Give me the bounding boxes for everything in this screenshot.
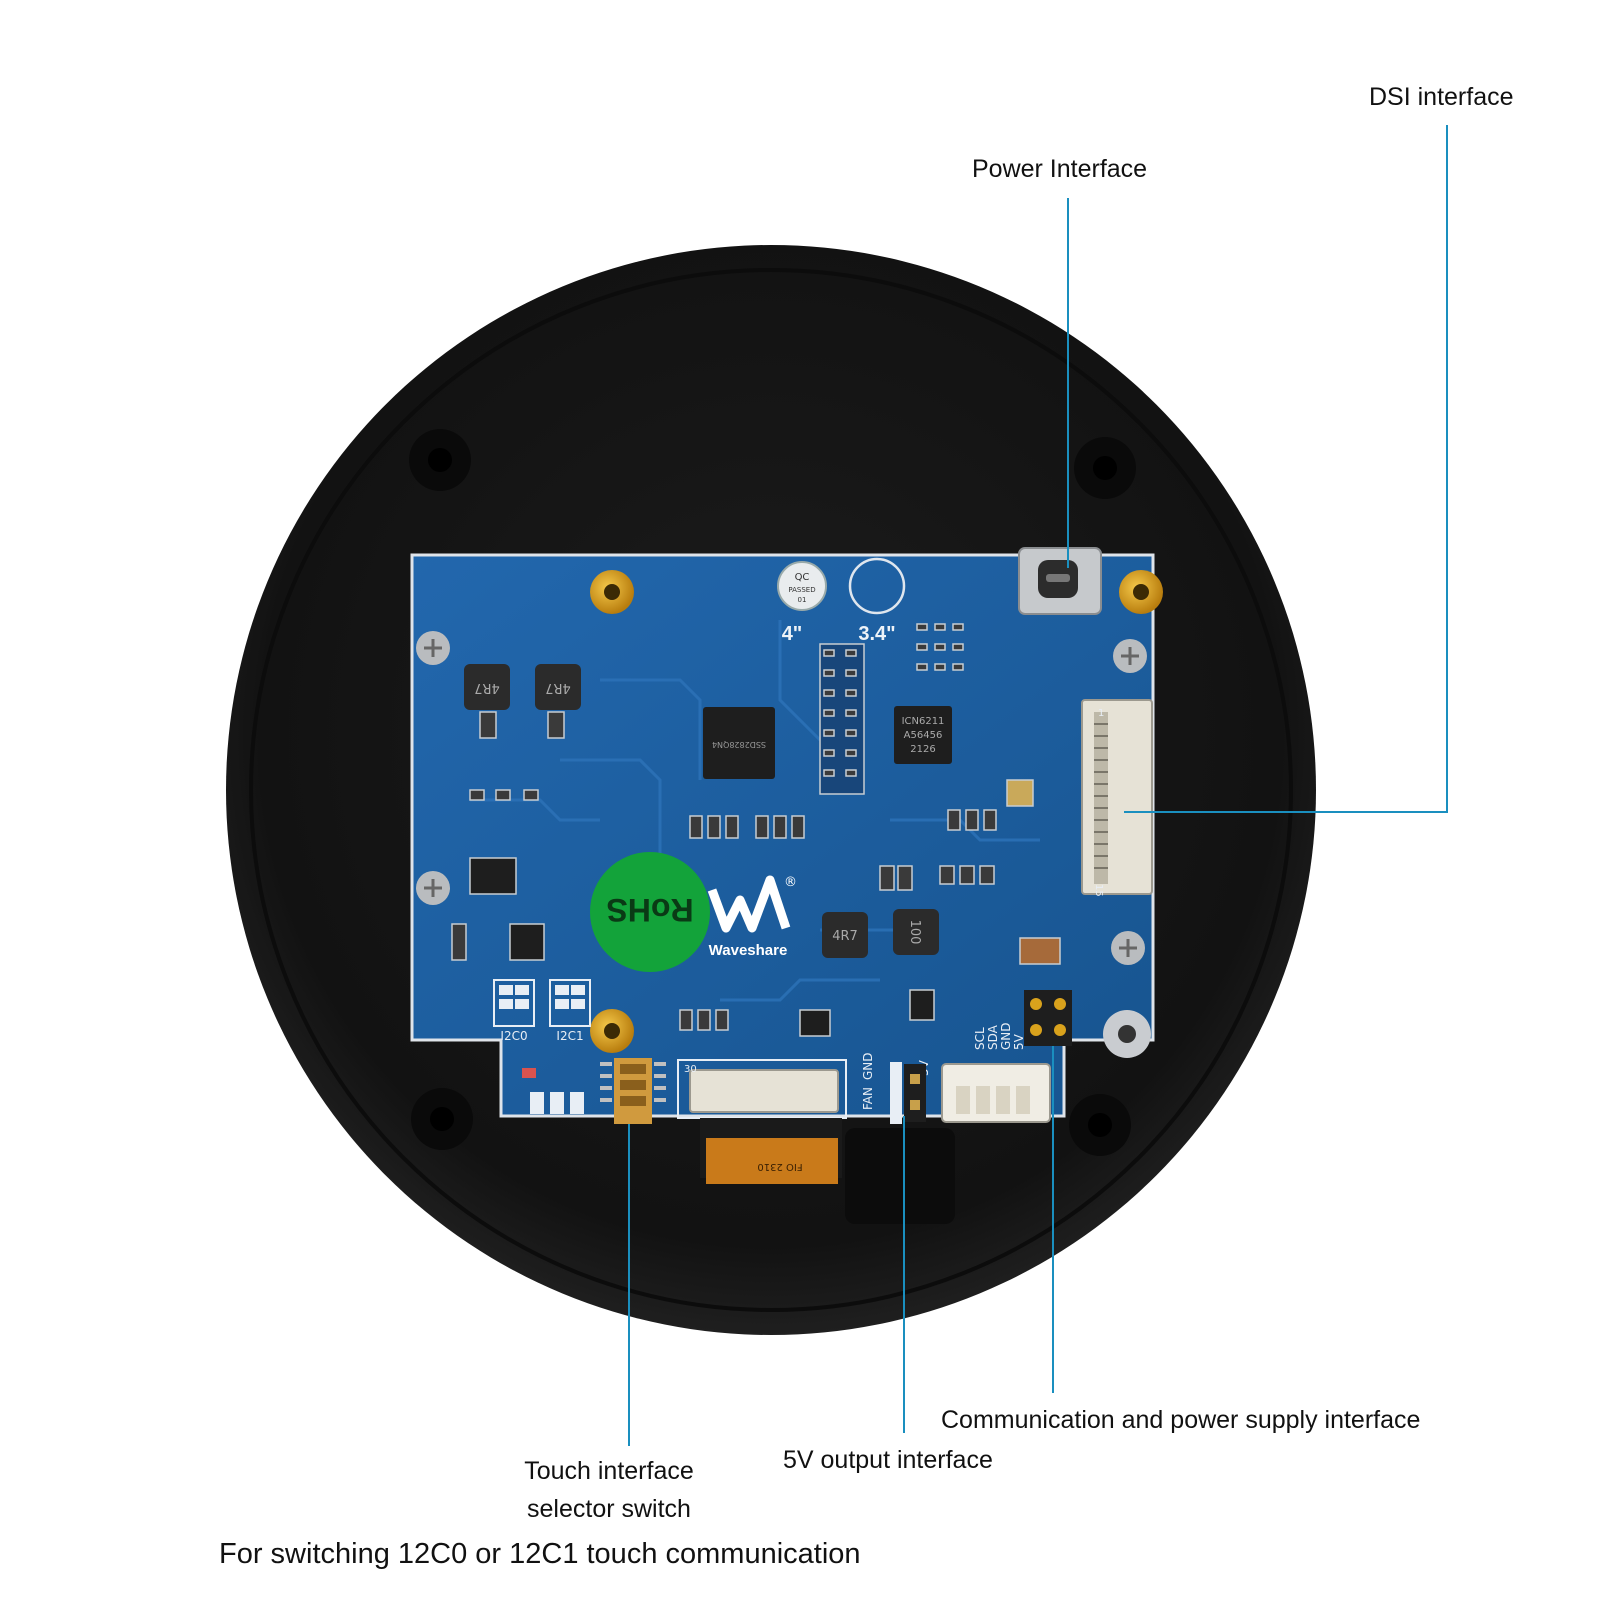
gold-pin-header	[1024, 990, 1072, 1046]
size-label-4: 4"	[782, 623, 803, 645]
flex-ribbon-cable: FIO 2310	[700, 1118, 842, 1184]
leader-lines	[628, 125, 1448, 1446]
callout-touch-line1: Touch interface	[524, 1457, 694, 1485]
mount-screws	[416, 631, 1147, 965]
dip-switch	[600, 1058, 666, 1124]
svg-text:SCL: SCL	[973, 1027, 987, 1050]
enclosure-slot	[845, 1128, 955, 1224]
qc-sticker: QC PASSED 01	[777, 561, 827, 611]
caption: For switching 12C0 or 12C1 touch communi…	[219, 1538, 861, 1570]
qc-label: QC	[795, 572, 810, 583]
svg-text:1: 1	[1098, 708, 1104, 719]
icn-chip: ICN6211 A56456 2126	[894, 706, 952, 764]
callout-touch-switch: Touch interface selector switch	[510, 1456, 708, 1524]
callout-5v-output: 5V output interface	[783, 1446, 993, 1474]
fan-header: FAN GND 5V	[861, 1052, 931, 1124]
qc-number-label: 01	[798, 596, 807, 604]
i2c0-label: I2C0	[500, 1029, 527, 1043]
svg-text:4R7: 4R7	[832, 929, 858, 944]
jst-header	[941, 1063, 1051, 1123]
callout-touch-line2: selector switch	[527, 1495, 691, 1523]
svg-text:GND: GND	[999, 1022, 1013, 1050]
svg-text:2126: 2126	[910, 744, 935, 755]
leader-dsi	[1124, 125, 1448, 813]
smd-components	[451, 623, 1061, 1037]
svg-text:4R7: 4R7	[474, 680, 500, 695]
rohs-sticker: RoHS	[590, 852, 710, 972]
callout-power-interface: Power Interface	[972, 155, 1148, 183]
inductor: 4R7 4R7 4R7 100	[464, 664, 939, 958]
svg-text:Waveshare: Waveshare	[709, 942, 788, 959]
svg-text:30: 30	[684, 1064, 697, 1075]
enclosure-mount-holes	[409, 429, 1136, 1156]
size-label-3-4: 3.4"	[858, 623, 895, 645]
svg-text:SSD2828QN4: SSD2828QN4	[712, 740, 766, 749]
svg-text:GND: GND	[861, 1052, 875, 1080]
qc-passed-label: PASSED	[788, 586, 815, 594]
svg-text:FIO 2310: FIO 2310	[757, 1161, 802, 1172]
enclosure-inner-ring	[249, 268, 1293, 1312]
pin-labels: SCL SDA GND 5V	[973, 1022, 1026, 1050]
gold-standoff	[590, 570, 1163, 1053]
svg-text:A56456: A56456	[904, 730, 943, 741]
callout-comm-power-interface: Communication and power supply interface	[941, 1406, 1421, 1434]
bridge-chip: SSD2828QN4	[703, 707, 775, 779]
waveshare-logo: ® Waveshare	[707, 875, 797, 959]
usb-c-port	[1018, 547, 1102, 615]
svg-text:5V: 5V	[1012, 1033, 1026, 1050]
svg-text:FAN: FAN	[861, 1087, 875, 1110]
i2c1-label: I2C1	[556, 1029, 583, 1043]
svg-text:®: ®	[784, 875, 797, 890]
svg-text:RoHS: RoHS	[606, 892, 693, 928]
svg-text:SDA: SDA	[986, 1024, 1000, 1050]
svg-text:100: 100	[907, 920, 922, 945]
pads-row	[522, 1068, 584, 1114]
svg-text:15: 15	[1093, 884, 1104, 897]
svg-text:4R7: 4R7	[545, 680, 571, 695]
sticker-outline	[848, 557, 906, 615]
dsi-fpc-connector: 1 15	[1081, 699, 1153, 897]
callout-dsi-interface: DSI interface	[1369, 83, 1514, 111]
i2c-jumper-pads	[493, 979, 591, 1027]
svg-text:ICN6211: ICN6211	[902, 716, 945, 727]
silver-standoff	[1103, 1010, 1151, 1058]
